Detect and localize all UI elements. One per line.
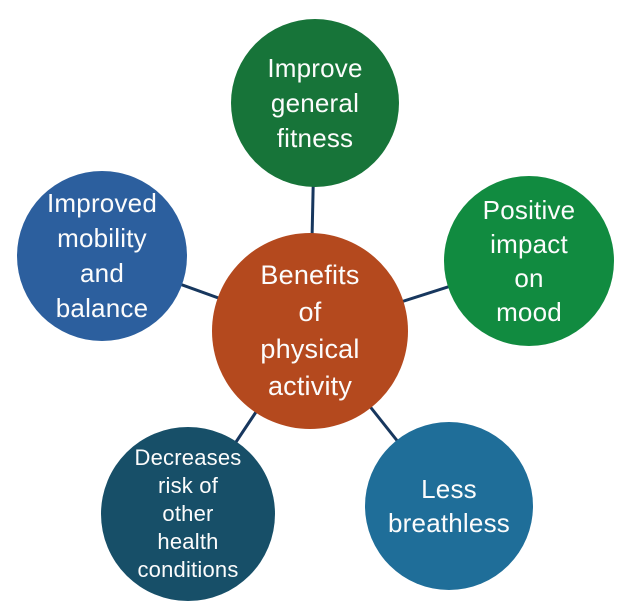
node-benefits-of-physical-activity: Benefits of physical activity — [212, 233, 408, 429]
node-label-line: health — [157, 529, 219, 554]
node-label-line: conditions — [137, 557, 239, 582]
node-label-line: Less — [421, 474, 477, 504]
node-label-line: Positive — [482, 195, 576, 225]
node-label-line: other — [162, 501, 214, 526]
node-label-line: Benefits — [260, 260, 360, 290]
node-label-line: Improved — [47, 188, 157, 218]
node-label-line: activity — [267, 371, 353, 401]
node-label-line: Decreases — [134, 445, 242, 470]
node-label-line: fitness — [276, 122, 354, 153]
node-label-line: risk of — [157, 473, 219, 498]
node-label-line: Improve — [267, 52, 363, 83]
node-label-line: impact — [490, 229, 568, 259]
node-label-line: on — [514, 263, 544, 293]
node-improved-mobility-and-balance: Improved mobility and balance — [17, 171, 187, 341]
node-positive-impact-on-mood: Positive impact on mood — [444, 176, 614, 346]
node-label-line: and — [80, 258, 124, 288]
node-label-line: of — [298, 297, 322, 327]
node-label-line: mobility — [57, 223, 147, 253]
node-label-line: general — [270, 87, 360, 118]
node-improve-general-fitness: Improve general fitness — [231, 19, 399, 187]
node-less-breathless: Less breathless — [365, 422, 533, 590]
node-label-line: breathless — [388, 508, 510, 538]
node-label-line: physical — [260, 334, 360, 364]
node-decreases-risk-of-other-health-conditions: Decreases risk of other health condition… — [101, 427, 275, 601]
node-label-line: balance — [55, 293, 149, 323]
node-label-line: mood — [496, 297, 562, 327]
